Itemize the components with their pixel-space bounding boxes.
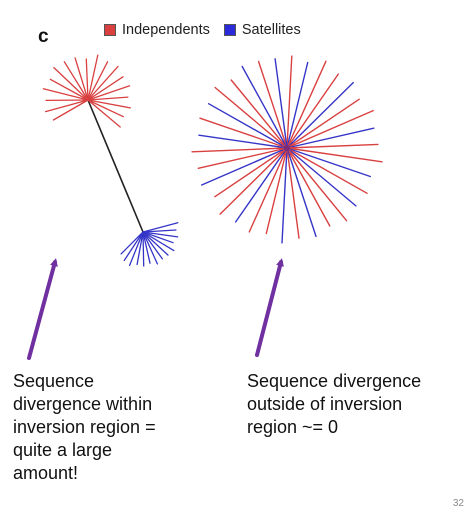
independent-branch xyxy=(257,60,288,149)
left-caption: Sequence divergence within inversion reg… xyxy=(13,371,156,483)
independent-branch xyxy=(87,85,131,101)
satellite-branch xyxy=(142,229,177,233)
independent-branch xyxy=(286,143,379,149)
independent-branch xyxy=(63,61,89,101)
satellite-branch xyxy=(286,61,309,149)
independent-branch xyxy=(286,73,339,149)
satellite-branch xyxy=(128,231,144,267)
independent-branch xyxy=(219,147,288,215)
page-number: 32 xyxy=(452,498,464,509)
independents-fan xyxy=(42,54,131,128)
independent-branch xyxy=(230,79,288,149)
left-arrow xyxy=(27,258,58,360)
legend-item-satellites: Satellites xyxy=(223,22,301,38)
independent-branch xyxy=(286,109,374,149)
satellite-branch xyxy=(234,147,288,223)
independent-branch xyxy=(42,88,89,101)
satellite-branch xyxy=(142,231,145,267)
independent-branch xyxy=(199,117,288,149)
satellite-branch xyxy=(123,231,144,262)
satellite-branch xyxy=(281,147,288,244)
satellite-branch xyxy=(142,231,159,265)
independent-branch xyxy=(286,147,331,227)
satellite-branch xyxy=(198,134,288,149)
legend-swatch-independents xyxy=(104,24,116,36)
left-tree xyxy=(42,54,179,267)
satellite-branch xyxy=(286,147,357,207)
independent-branch xyxy=(85,58,89,101)
independent-branch xyxy=(87,96,129,101)
satellite-branch xyxy=(286,127,375,149)
independent-branch xyxy=(74,57,89,101)
satellite-branch xyxy=(286,147,371,178)
right-tree-hub xyxy=(284,145,290,151)
legend-label-independents: Independents xyxy=(122,22,210,38)
satellite-branch xyxy=(142,231,179,238)
legend: Independents Satellites xyxy=(104,22,301,38)
independent-branch xyxy=(87,61,109,101)
independent-branch xyxy=(87,65,119,101)
right-tree xyxy=(191,55,383,244)
tree-connector-branch xyxy=(87,99,144,233)
legend-label-satellites: Satellites xyxy=(241,22,301,38)
satellite-branch xyxy=(120,231,144,255)
independent-branch xyxy=(286,55,293,149)
satellite-branch xyxy=(241,65,288,149)
independent-branch xyxy=(286,147,348,222)
independent-branch xyxy=(53,66,89,101)
satellite-branch xyxy=(142,231,151,264)
independent-branch xyxy=(44,99,89,113)
independent-branch xyxy=(286,98,360,149)
satellite-branch xyxy=(207,102,288,149)
independent-branch xyxy=(286,147,300,239)
independent-branch xyxy=(265,147,288,235)
satellite-branch xyxy=(142,231,175,252)
satellite-branch xyxy=(274,58,288,149)
legend-swatch-satellites xyxy=(223,24,236,36)
independent-branch xyxy=(248,147,288,233)
satellite-branch xyxy=(136,231,144,266)
legend-item-independents: Independents xyxy=(104,22,210,38)
satellite-branch xyxy=(200,147,288,186)
independent-branch xyxy=(87,99,131,109)
satellites-fan xyxy=(120,222,179,267)
satellite-branch xyxy=(142,231,169,256)
independent-branch xyxy=(197,147,288,170)
independent-branch xyxy=(214,147,288,198)
independent-branch xyxy=(286,147,368,195)
satellite-branch xyxy=(286,147,317,238)
independent-branch xyxy=(87,99,124,118)
independent-branch xyxy=(214,86,288,149)
independent-branch xyxy=(87,99,121,128)
right-arrow xyxy=(255,258,284,357)
satellite-branch xyxy=(142,231,163,260)
independent-branch xyxy=(286,60,327,149)
independent-branch xyxy=(286,147,383,163)
satellite-branch xyxy=(142,231,174,244)
satellite-branch xyxy=(286,81,354,149)
panel-letter: c xyxy=(38,26,49,47)
independent-branch xyxy=(191,147,288,153)
right-caption: Sequence divergence outside of inversion… xyxy=(247,371,422,437)
independent-branch xyxy=(52,99,89,121)
satellite-branch xyxy=(142,222,179,233)
independent-branch xyxy=(87,76,124,101)
independent-branch xyxy=(87,54,99,101)
independent-branch xyxy=(49,78,89,101)
